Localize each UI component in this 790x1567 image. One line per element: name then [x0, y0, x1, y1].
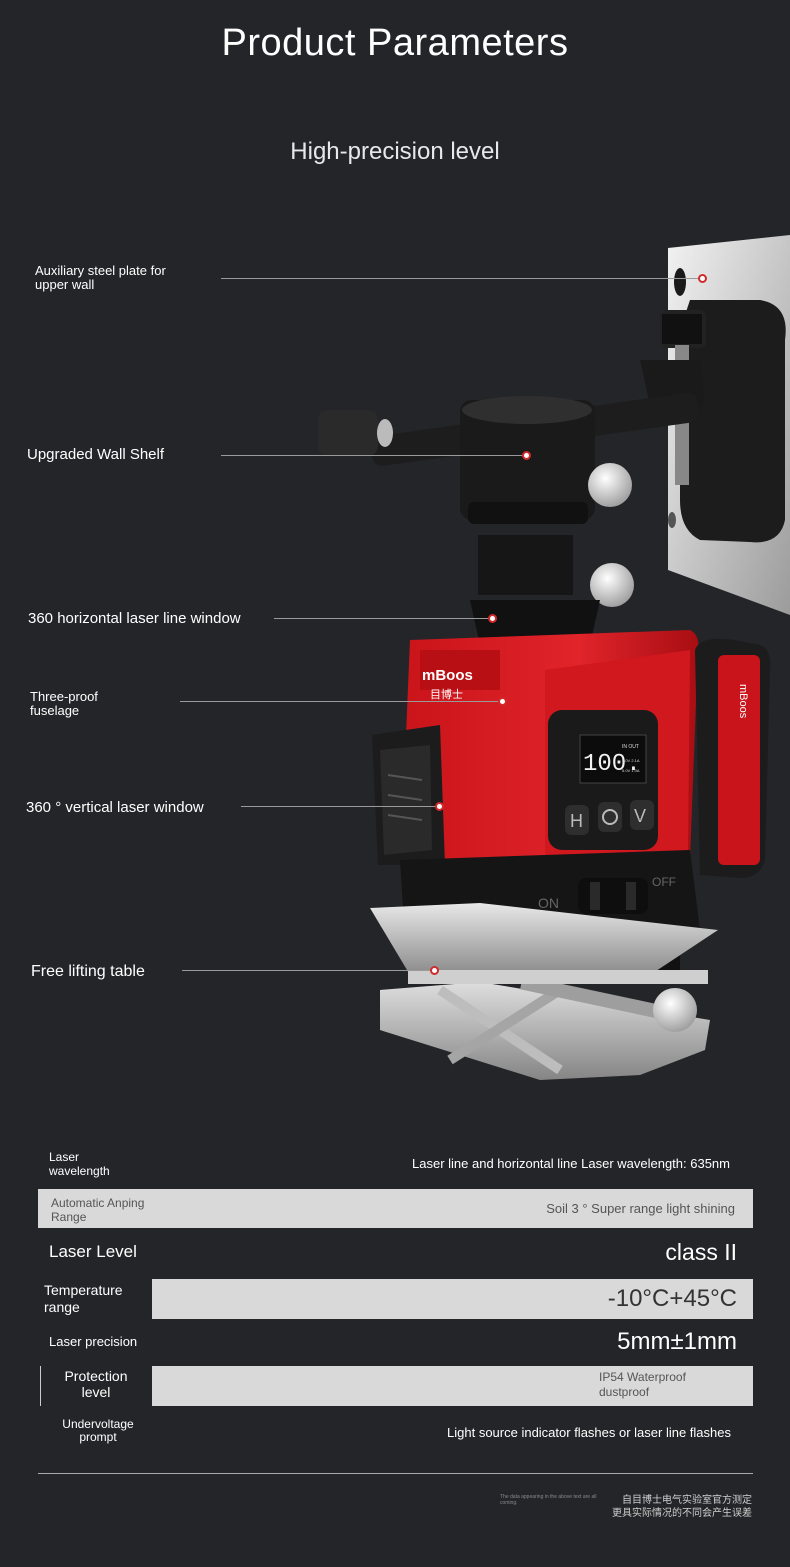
param-value: class II — [665, 1239, 737, 1265]
svg-text:100.: 100. — [583, 751, 641, 778]
svg-text:IN OUT: IN OUT — [622, 744, 639, 750]
svg-text:OFF: OFF — [652, 875, 676, 889]
footnote-english: The data appearing in the above text are… — [500, 1494, 597, 1506]
footnote-chinese: 自目博士电气实验室官方测定 更具实际情况的不同会产生误差 — [612, 1494, 752, 1520]
svg-text:5.0V 2.1A: 5.0V 2.1A — [622, 758, 640, 763]
param-row-precision: Laser precision 5mm±1mm — [38, 1324, 753, 1362]
param-label: Laser precision — [49, 1334, 138, 1349]
param-value: Soil 3 ° Super range light shining — [546, 1201, 735, 1216]
param-label: Laser wavelength — [49, 1150, 110, 1178]
shelf-knob — [588, 463, 632, 507]
param-row-temperature: Temperature range -10°C+45°C — [38, 1279, 753, 1319]
v-button — [630, 800, 654, 830]
power-switch — [578, 878, 648, 914]
lifting-table-top — [370, 903, 718, 975]
param-value: 5mm±1mm — [617, 1328, 737, 1355]
rotation-head — [460, 400, 595, 520]
param-row-protection: Protection level IP54 Waterproof dustpro… — [38, 1366, 753, 1406]
svg-text:V: V — [634, 806, 646, 826]
param-label: Laser Level — [49, 1242, 137, 1261]
footnote-cn-line-1: 自目博士电气实验室官方测定 — [622, 1495, 752, 1506]
svg-text:目博士: 目博士 — [430, 688, 463, 701]
param-row-anping: Automatic Anping Range Soil 3 ° Super ra… — [38, 1189, 753, 1228]
param-value: IP54 Waterproof dustproof — [599, 1370, 686, 1399]
lifting-knob — [653, 988, 697, 1032]
clamp-bracket — [680, 300, 786, 543]
svg-text:5.0V 1.0A: 5.0V 1.0A — [622, 768, 640, 773]
param-label: Automatic Anping Range — [51, 1196, 145, 1224]
param-value: -10°C+45°C — [607, 1285, 737, 1312]
param-label: Undervoltage prompt — [62, 1417, 134, 1444]
param-row-laser-level: Laser Level class II — [38, 1233, 753, 1273]
param-label: Temperature range — [44, 1282, 123, 1315]
digital-display — [579, 734, 647, 784]
param-row-undervoltage: Undervoltage prompt Light source indicat… — [38, 1412, 753, 1452]
footnote-cn-line-2: 更具实际情况的不同会产生误差 — [612, 1508, 752, 1519]
param-label: Protection level — [64, 1368, 128, 1400]
svg-text:mBoos: mBoos — [737, 684, 749, 719]
brand-logo: mBoos — [422, 667, 473, 684]
param-row-wavelength: Laser wavelength Laser line and horizont… — [38, 1145, 753, 1183]
h-button — [565, 805, 589, 835]
laser-level-product-image: mBoos 目博士 100. IN OUT 5.0V 2.1A 5.0V 1.0… — [318, 235, 790, 1080]
param-value: Light source indicator flashes or laser … — [447, 1425, 731, 1440]
svg-text:ON: ON — [538, 895, 559, 911]
plate-hole — [674, 268, 686, 296]
page-title: Product Parameters — [221, 22, 569, 64]
footer-divider — [38, 1473, 753, 1474]
page-subtitle: High-precision level — [290, 138, 500, 165]
param-value: Laser line and horizontal line Laser wav… — [412, 1156, 730, 1171]
power-button — [598, 802, 622, 832]
svg-text:H: H — [570, 811, 583, 831]
